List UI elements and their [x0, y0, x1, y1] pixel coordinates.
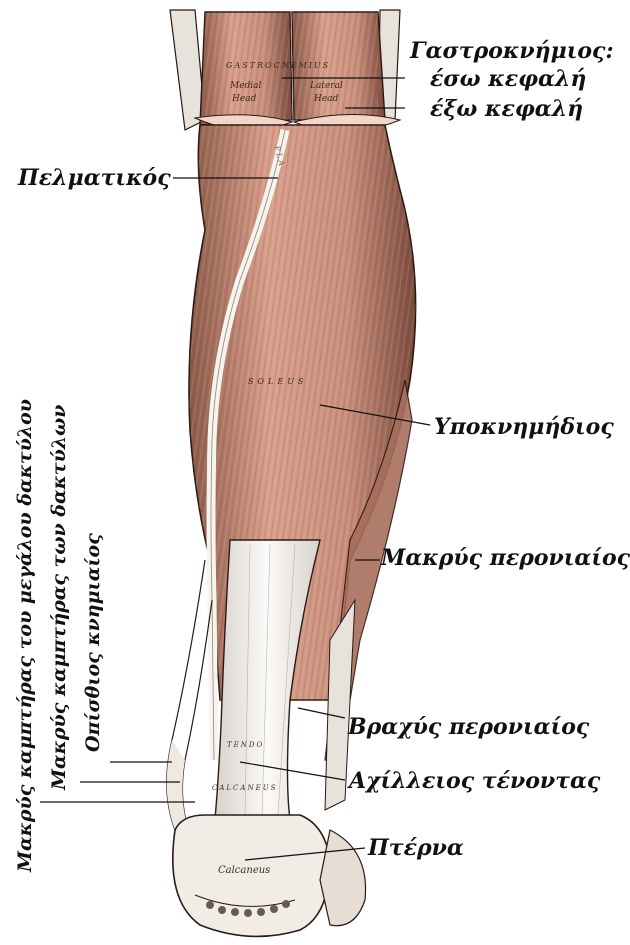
engraved-lateral-head-2: Head — [314, 95, 338, 104]
label-soleus: Υποκνημήδιος — [434, 416, 614, 438]
label-gastrocnemius-medial-head: έσω κεφαλή — [430, 68, 586, 90]
label-achilles-tendon: Αχίλλειος τένοντας — [349, 770, 600, 792]
engraved-calcaneus-tendon: CALCANEUS — [212, 785, 277, 792]
label-tibialis-posterior: Οπίσθιος κνημιαίος — [84, 533, 103, 752]
label-plantaris: Πελματικός — [18, 167, 171, 189]
label-flexor-hallucis-longus: Μακρύς καμπτήρας του μεγάλου δακτύλου — [16, 399, 35, 872]
engraved-medial-head-1: Medial — [230, 82, 261, 91]
label-heel: Πτέρνα — [368, 837, 464, 859]
label-gastrocnemius-lateral-head: έξω κεφαλή — [430, 98, 583, 120]
engraved-lateral-head-1: Lateral — [310, 82, 343, 91]
label-peroneus-longus: Μακρύς περονιαίος — [381, 547, 630, 569]
engraved-medial-head-2: Head — [232, 95, 256, 104]
engraved-calcaneus-bone: Calcaneus — [218, 866, 270, 876]
engraved-tendo: TENDO — [227, 742, 264, 749]
label-peroneus-brevis: Βραχύς περονιαίος — [348, 716, 589, 738]
gastrocnemius-muscle — [195, 12, 400, 132]
label-gastrocnemius: Γαστροκνήμιος: — [410, 40, 614, 62]
engraved-soleus: SOLEUS — [248, 378, 307, 386]
engraved-gastrocnemius: GASTROCNEMIUS — [226, 62, 330, 70]
medial-tendons — [167, 560, 212, 835]
label-flexor-digitorum-longus: Μακρύς καμπτήρας των δακτύλων — [50, 405, 69, 790]
